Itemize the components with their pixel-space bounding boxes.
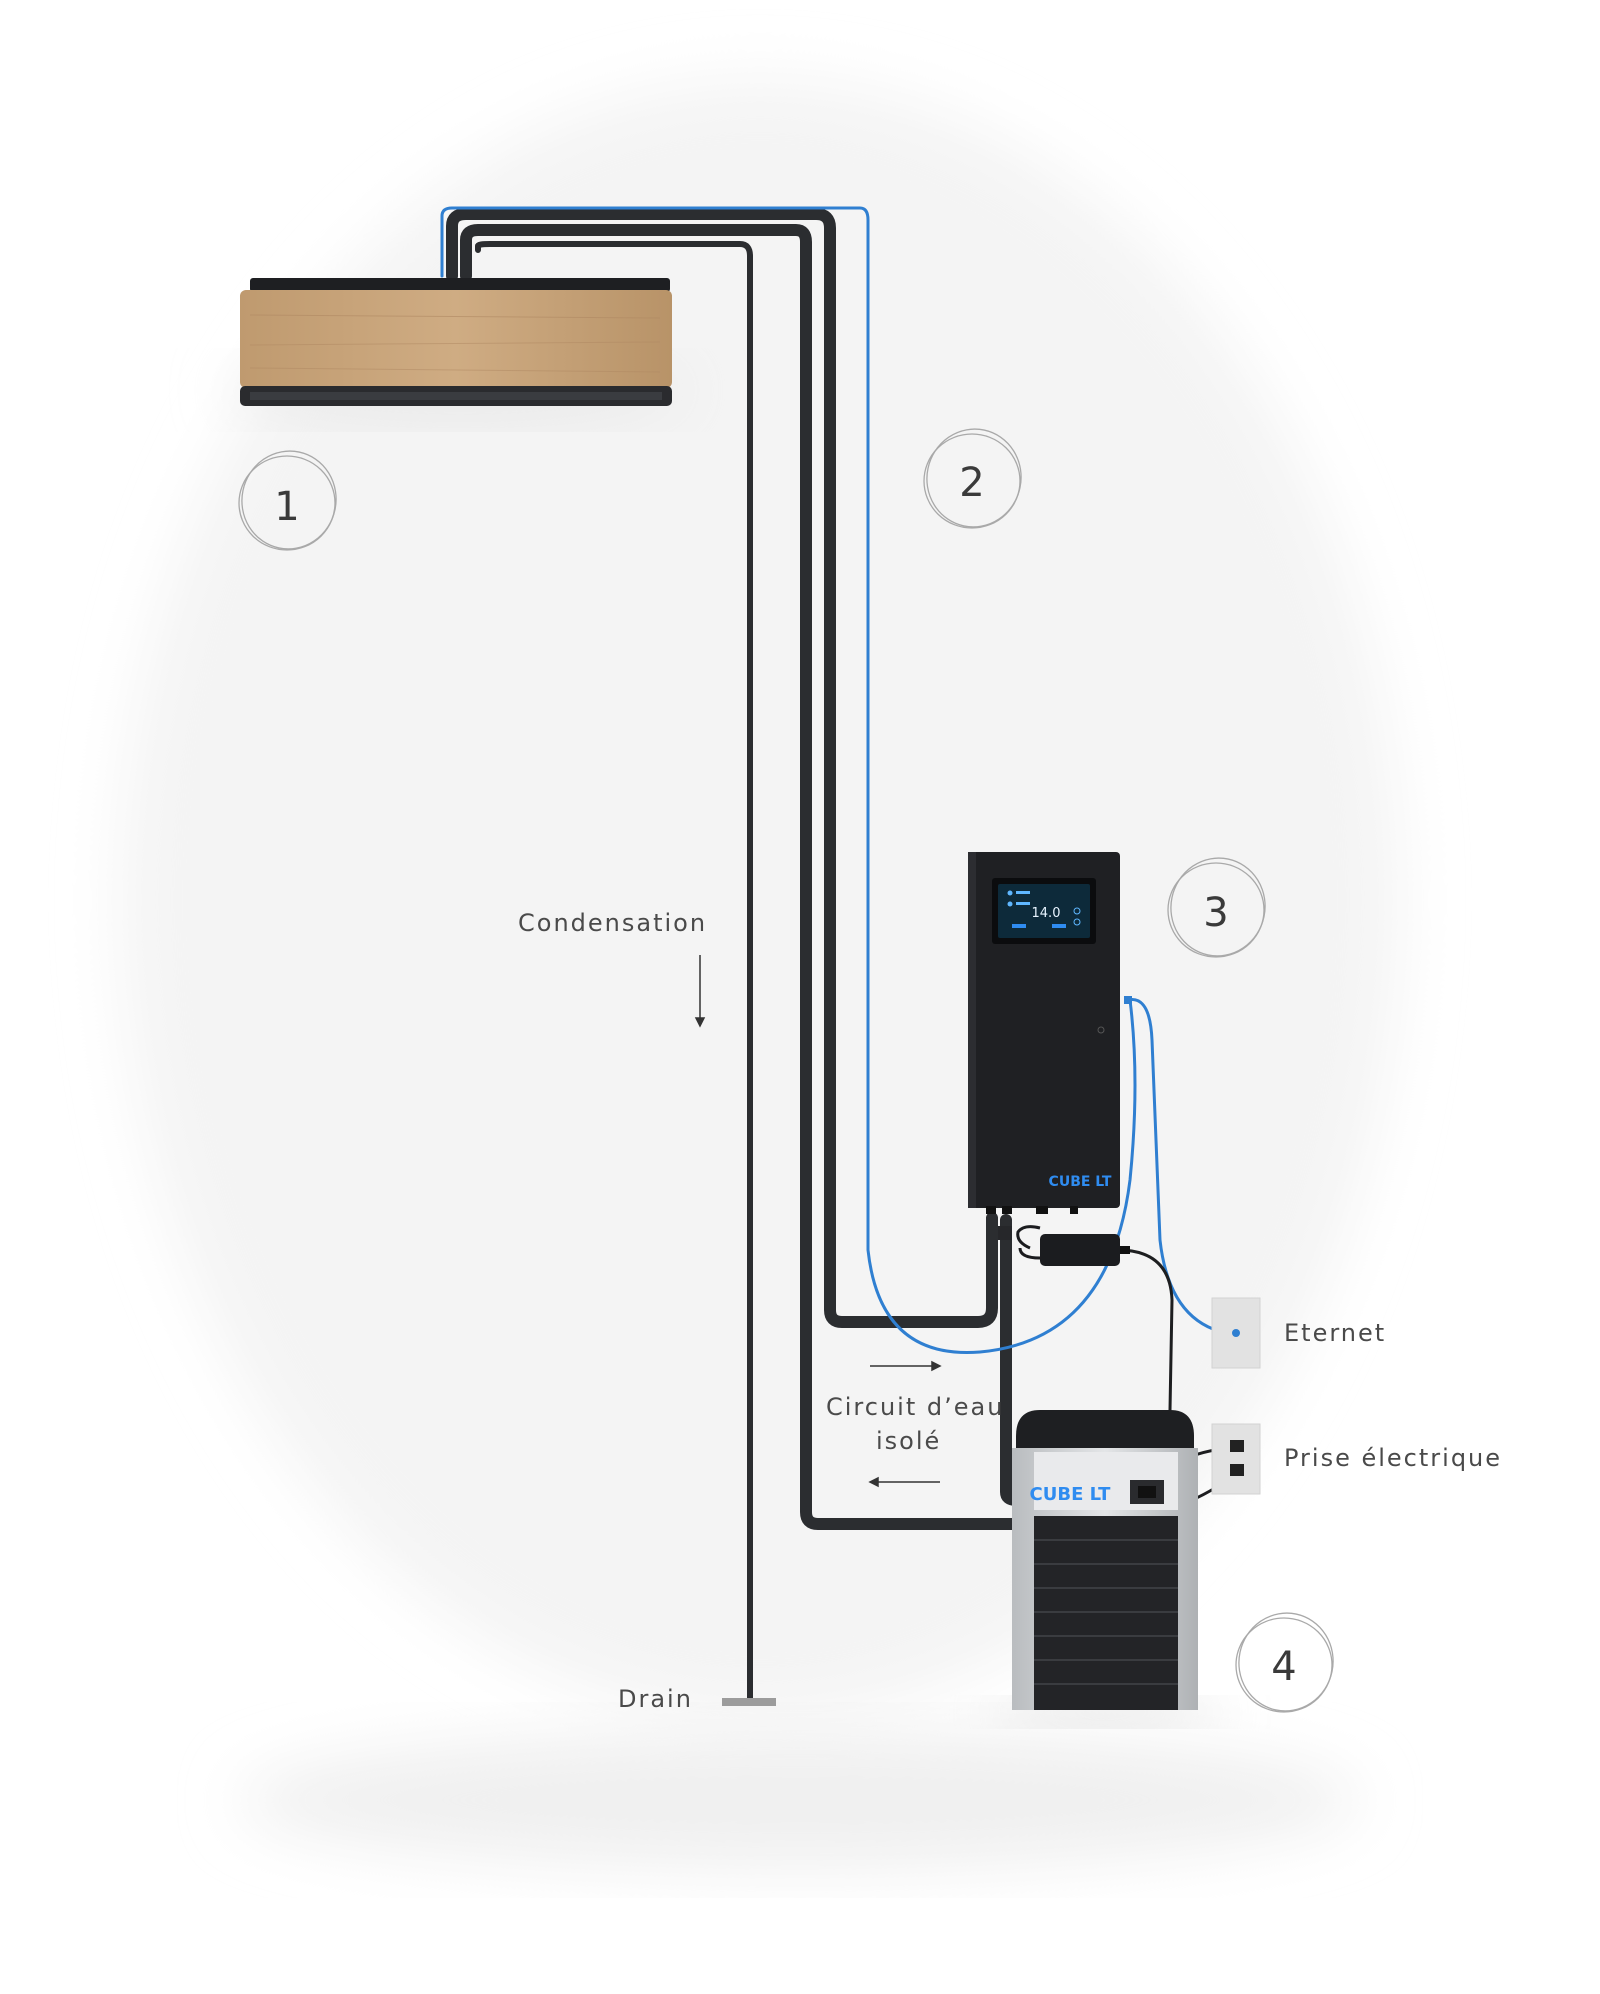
callout-1 <box>238 450 337 551</box>
drain-label: Drain <box>618 1685 693 1713</box>
ethernet-cable-to-wall <box>1126 998 1242 1337</box>
circuit-label-line2: isolé <box>876 1427 942 1455</box>
flow-arrow-left <box>868 1476 940 1488</box>
ethernet-cable <box>440 206 1137 1355</box>
callout-3 <box>1167 857 1266 958</box>
control-cabinet: 14.0 CUBE LT <box>968 852 1132 1266</box>
callout-4 <box>1235 1612 1334 1713</box>
power-adapter <box>1040 1234 1120 1266</box>
ethernet-label: Eternet <box>1284 1319 1387 1347</box>
flow-arrow-right <box>870 1360 942 1372</box>
indoor-unit <box>230 278 690 420</box>
supply-pipe <box>446 208 998 1328</box>
chiller-logo: CUBE LT <box>1030 1484 1112 1505</box>
floor-shadow <box>240 1730 1360 1870</box>
circuit-label-line1: Circuit d’eau <box>826 1393 1005 1421</box>
electrical-outlet <box>1211 1423 1261 1495</box>
ethernet-wall-jack <box>1211 1297 1261 1369</box>
condensation-pipe <box>475 241 753 1703</box>
outlet-label: Prise électrique <box>1284 1444 1503 1472</box>
chiller-unit: CUBE LT <box>985 1410 1225 1724</box>
controller-display-value: 14.0 <box>1032 906 1061 921</box>
callout-4-number: 4 <box>1271 1644 1296 1690</box>
callout-2 <box>923 428 1022 529</box>
return-pipe <box>460 224 1032 1530</box>
condensation-label: Condensation <box>518 909 708 937</box>
callout-2-number: 2 <box>959 460 984 506</box>
drain-plate <box>722 1698 776 1706</box>
wall-shadow <box>120 80 1400 1720</box>
controller-logo: CUBE LT <box>1049 1174 1112 1190</box>
callout-3-number: 3 <box>1203 890 1228 936</box>
condensation-arrow <box>694 955 706 1028</box>
callout-1-number: 1 <box>274 484 299 530</box>
